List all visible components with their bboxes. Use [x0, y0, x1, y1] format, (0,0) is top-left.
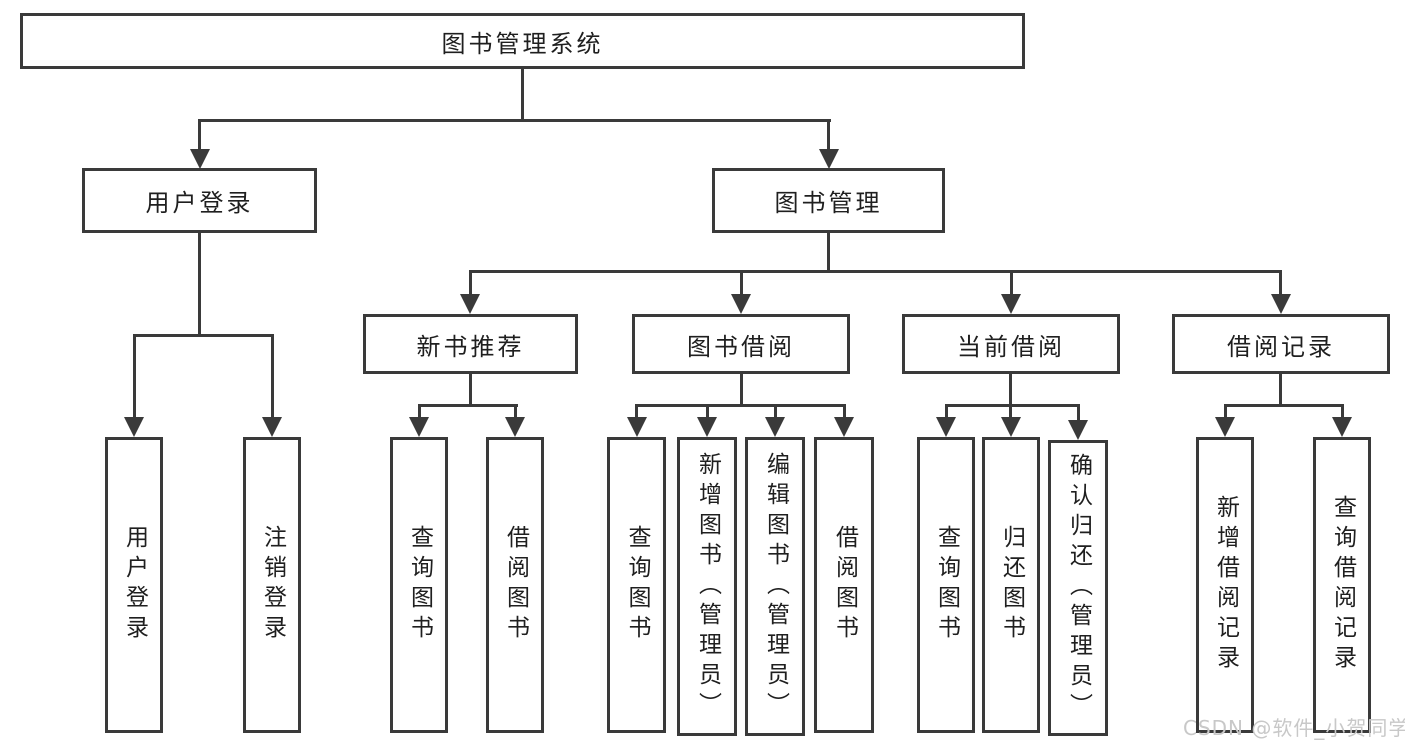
node-root-label: 图书管理系统 [441, 29, 604, 58]
leaf-label: 编辑图书（管理员） [762, 451, 789, 722]
connector [133, 334, 274, 337]
arrow-down-icon [627, 417, 647, 437]
leaf-add-book-admin: 新增图书（管理员） [677, 437, 737, 736]
arrow-down-icon [190, 149, 210, 169]
leaf-confirm-return-admin: 确认归还（管理员） [1048, 440, 1108, 736]
connector [418, 404, 518, 407]
node-new-book-recommend: 新书推荐 [363, 314, 578, 374]
arrow-down-icon [505, 417, 525, 437]
connector [945, 404, 1080, 407]
connector [1341, 404, 1344, 418]
node-label: 当前借阅 [957, 332, 1065, 361]
connector [635, 404, 638, 418]
leaf-label: 查询图书 [933, 525, 960, 645]
connector [1077, 404, 1080, 420]
arrow-down-icon [124, 417, 144, 437]
leaf-query-book-1: 查询图书 [390, 437, 448, 733]
node-root: 图书管理系统 [20, 13, 1025, 69]
leaf-label: 新增图书（管理员） [694, 451, 721, 722]
arrow-down-icon [1215, 417, 1235, 437]
connector [133, 334, 136, 418]
connector [740, 374, 743, 407]
arrow-down-icon [1068, 420, 1088, 440]
arrow-down-icon [936, 417, 956, 437]
connector [1224, 404, 1227, 418]
connector [774, 404, 777, 418]
arrow-down-icon [460, 294, 480, 314]
connector [1279, 374, 1282, 407]
connector [469, 374, 472, 407]
arrow-down-icon [1001, 294, 1021, 314]
leaf-return-book: 归还图书 [982, 437, 1040, 733]
arrow-down-icon [1332, 417, 1352, 437]
node-book-mgmt: 图书管理 [712, 168, 945, 233]
arrow-down-icon [1271, 294, 1291, 314]
connector [198, 119, 831, 122]
leaf-label: 借阅图书 [502, 525, 529, 645]
connector [271, 334, 274, 418]
connector [469, 270, 472, 296]
node-label: 借阅记录 [1227, 332, 1335, 361]
leaf-edit-book-admin: 编辑图书（管理员） [745, 437, 805, 736]
connector [827, 119, 830, 151]
connector [827, 233, 830, 273]
connector [1009, 374, 1012, 407]
arrow-down-icon [1001, 417, 1021, 437]
leaf-label: 用户登录 [121, 525, 148, 645]
connector [843, 404, 846, 418]
arrow-down-icon [731, 294, 751, 314]
leaf-label: 查询图书 [406, 525, 433, 645]
leaf-label: 归还图书 [998, 525, 1025, 645]
arrow-down-icon [819, 149, 839, 169]
connector [469, 270, 1282, 273]
leaf-logout: 注销登录 [243, 437, 301, 733]
node-current-borrow: 当前借阅 [902, 314, 1120, 374]
connector [1224, 404, 1344, 407]
connector [521, 68, 524, 122]
arrow-down-icon [409, 417, 429, 437]
node-label: 新书推荐 [416, 332, 525, 361]
connector [1010, 270, 1013, 296]
leaf-add-borrow-record: 新增借阅记录 [1196, 437, 1254, 733]
leaf-label: 注销登录 [259, 525, 286, 645]
leaf-label: 查询借阅记录 [1329, 495, 1356, 675]
leaf-label: 确认归还（管理员） [1065, 453, 1092, 723]
arrow-down-icon [765, 417, 785, 437]
leaf-borrow-book-1: 借阅图书 [486, 437, 544, 733]
connector [514, 404, 517, 418]
connector [198, 233, 201, 337]
leaf-borrow-book-2: 借阅图书 [814, 437, 874, 733]
connector [740, 270, 743, 296]
connector [198, 119, 201, 151]
node-label: 图书借阅 [687, 332, 795, 361]
node-user-login: 用户登录 [82, 168, 317, 233]
connector [1009, 404, 1012, 418]
leaf-label: 查询图书 [624, 525, 650, 645]
node-book-borrow: 图书借阅 [632, 314, 850, 374]
node-user-login-label: 用户登录 [145, 189, 254, 217]
leaf-label: 借阅图书 [831, 525, 858, 645]
arrow-down-icon [262, 417, 282, 437]
connector [635, 404, 846, 407]
connector [945, 404, 948, 418]
connector [706, 404, 709, 418]
leaf-query-book-2: 查询图书 [607, 437, 666, 733]
leaf-query-borrow-record: 查询借阅记录 [1313, 437, 1371, 733]
connector [1279, 270, 1282, 296]
node-book-mgmt-label: 图书管理 [774, 189, 883, 217]
leaf-query-book-3: 查询图书 [917, 437, 975, 733]
csdn-watermark: CSDN @软件_小贺同学 [1183, 716, 1405, 740]
node-borrow-record: 借阅记录 [1172, 314, 1390, 374]
leaf-user-login: 用户登录 [105, 437, 163, 733]
leaf-label: 新增借阅记录 [1212, 495, 1239, 675]
connector [418, 404, 421, 418]
arrow-down-icon [697, 417, 717, 437]
arrow-down-icon [834, 417, 854, 437]
